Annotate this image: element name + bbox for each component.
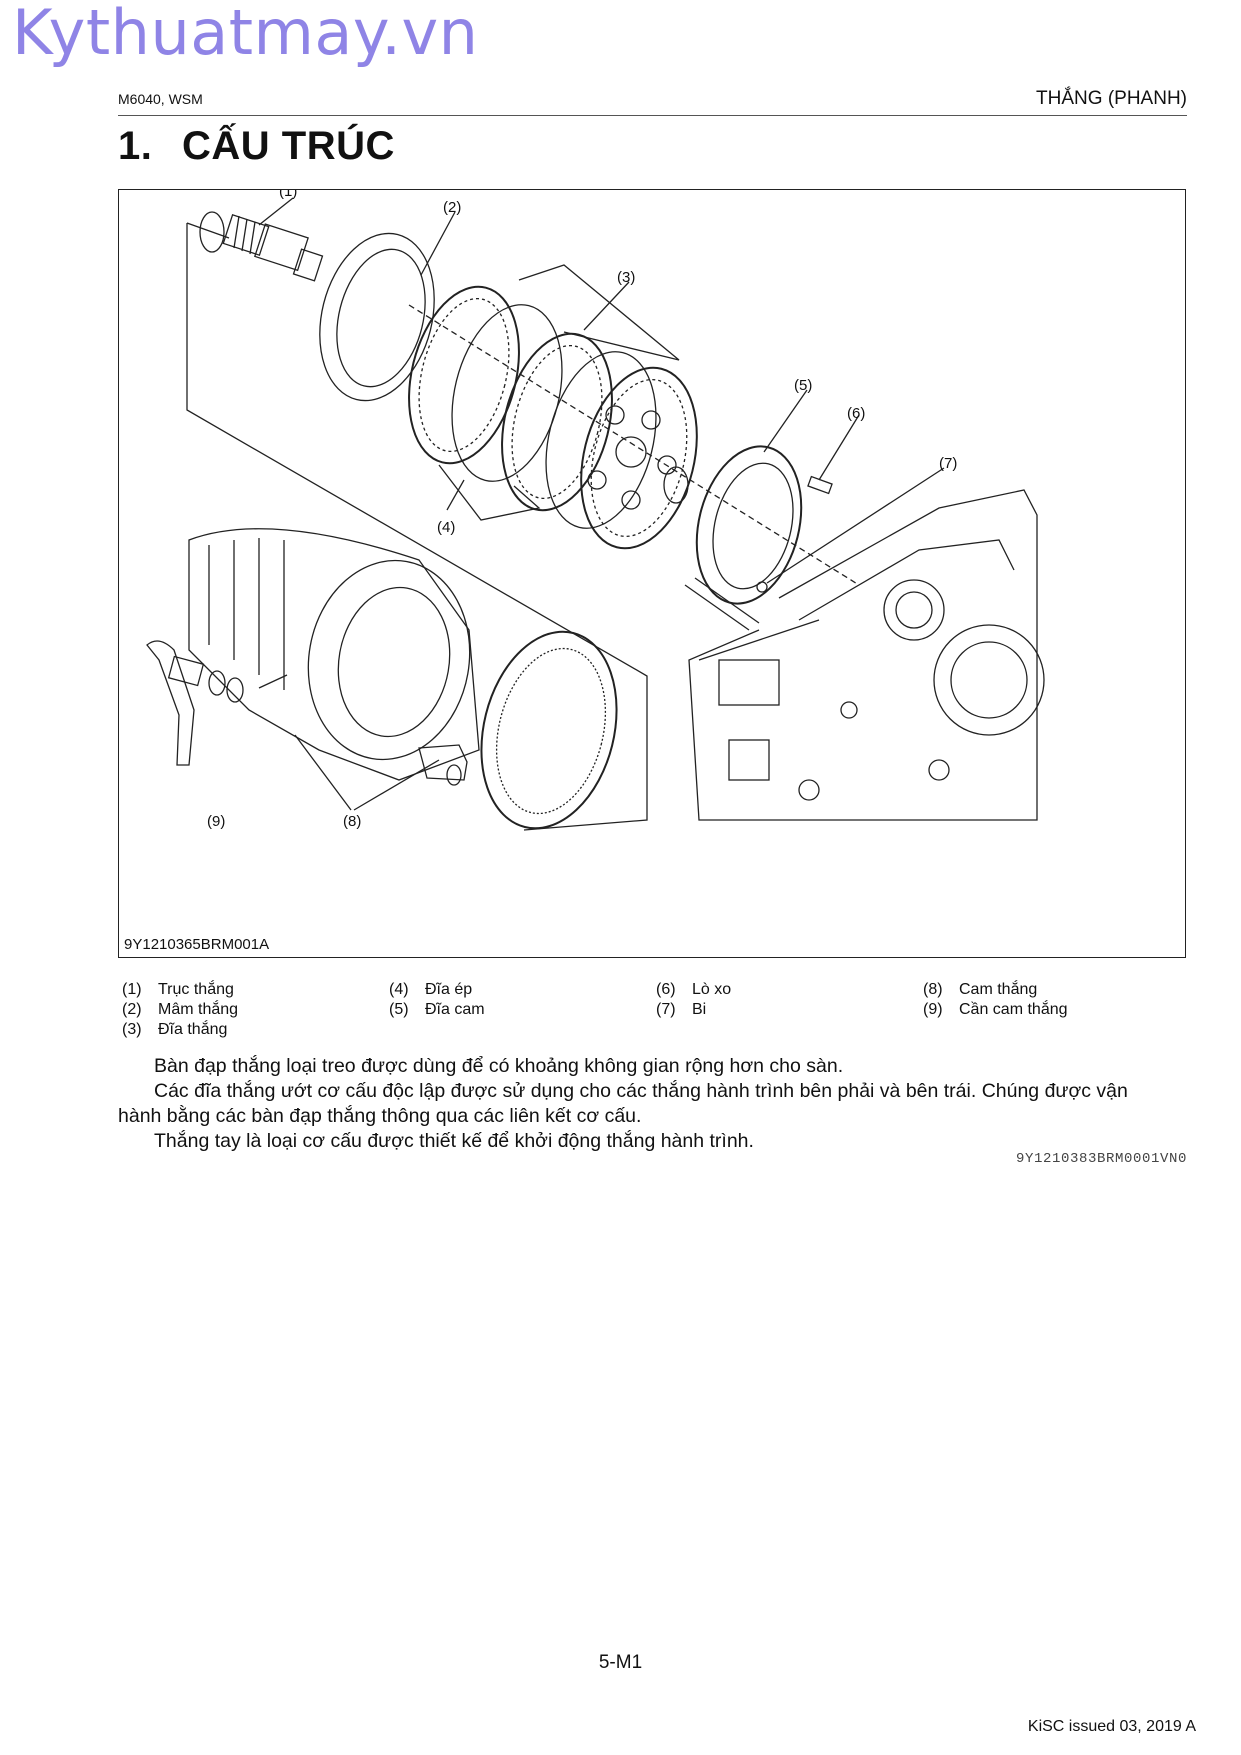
brake-cam-part xyxy=(418,744,468,786)
issue-note: KiSC issued 03, 2019 A xyxy=(1027,1718,1196,1735)
callout-3: (3) xyxy=(617,269,635,286)
legend-item: (4)Đĩa ép xyxy=(389,981,473,998)
brake-exploded-diagram: (1) (2) (3) (4) (5) (6) (7) (8) (9) 9Y12… xyxy=(118,189,1186,958)
callout-1: (1) xyxy=(279,190,297,200)
ball-part xyxy=(756,581,768,593)
brake-shaft-part xyxy=(199,211,324,282)
section-title: 1. CẤU TRÚC xyxy=(118,124,395,169)
section-number: 1. xyxy=(118,124,153,168)
cam-lever-part xyxy=(146,640,244,766)
page-number: 5-M1 xyxy=(598,1652,643,1673)
callout-9: (9) xyxy=(207,813,225,830)
figure-code: 9Y1210365BRM001A xyxy=(124,936,270,953)
legend-item: (6)Lò xo xyxy=(656,981,732,998)
legend-item: (2)Mâm thắng xyxy=(122,1001,239,1018)
paragraph: Bàn đạp thắng loại treo được dùng để có … xyxy=(154,1055,844,1077)
brake-plate-part xyxy=(319,232,435,402)
legend-item: (9)Cần cam thắng xyxy=(923,1001,1068,1018)
document-code: 9Y1210383BRM0001VN0 xyxy=(1015,1151,1187,1167)
callout-5: (5) xyxy=(794,377,812,394)
callout-7: (7) xyxy=(939,455,957,472)
legend-item: (7)Bi xyxy=(656,1001,707,1018)
paragraph: Thắng tay là loại cơ cấu được thiết kế đ… xyxy=(154,1130,754,1152)
transmission-case xyxy=(688,489,1045,821)
legend-item: (1)Trục thắng xyxy=(122,981,234,998)
spring-part xyxy=(807,475,833,495)
section-title-text: CẤU TRÚC xyxy=(182,124,395,168)
legend-item: (3)Đĩa thắng xyxy=(122,1021,228,1038)
diagram-drawing: (1) (2) (3) (4) (5) (6) (7) (8) (9) xyxy=(146,190,1045,831)
header-model: M6040, WSM xyxy=(118,91,203,107)
callout-4: (4) xyxy=(437,519,455,536)
callout-8: (8) xyxy=(343,813,361,830)
paragraph: Các đĩa thắng ướt cơ cấu độc lập được sử… xyxy=(154,1080,1128,1102)
header-section: THẮNG (PHANH) xyxy=(1036,88,1187,109)
legend-item: (8)Cam thắng xyxy=(923,981,1038,998)
callout-2: (2) xyxy=(443,199,461,216)
brake-disc-stack xyxy=(408,264,698,550)
paragraph: hành bằng các bàn đạp thắng thông qua cá… xyxy=(118,1105,642,1127)
ring-gear xyxy=(480,630,618,830)
brake-housing xyxy=(188,528,480,781)
callout-6: (6) xyxy=(847,405,865,422)
legend-item: (5)Đĩa cam xyxy=(389,1001,485,1018)
header-divider xyxy=(118,115,1187,116)
site-watermark: Kythuatmay.vn xyxy=(12,0,479,69)
